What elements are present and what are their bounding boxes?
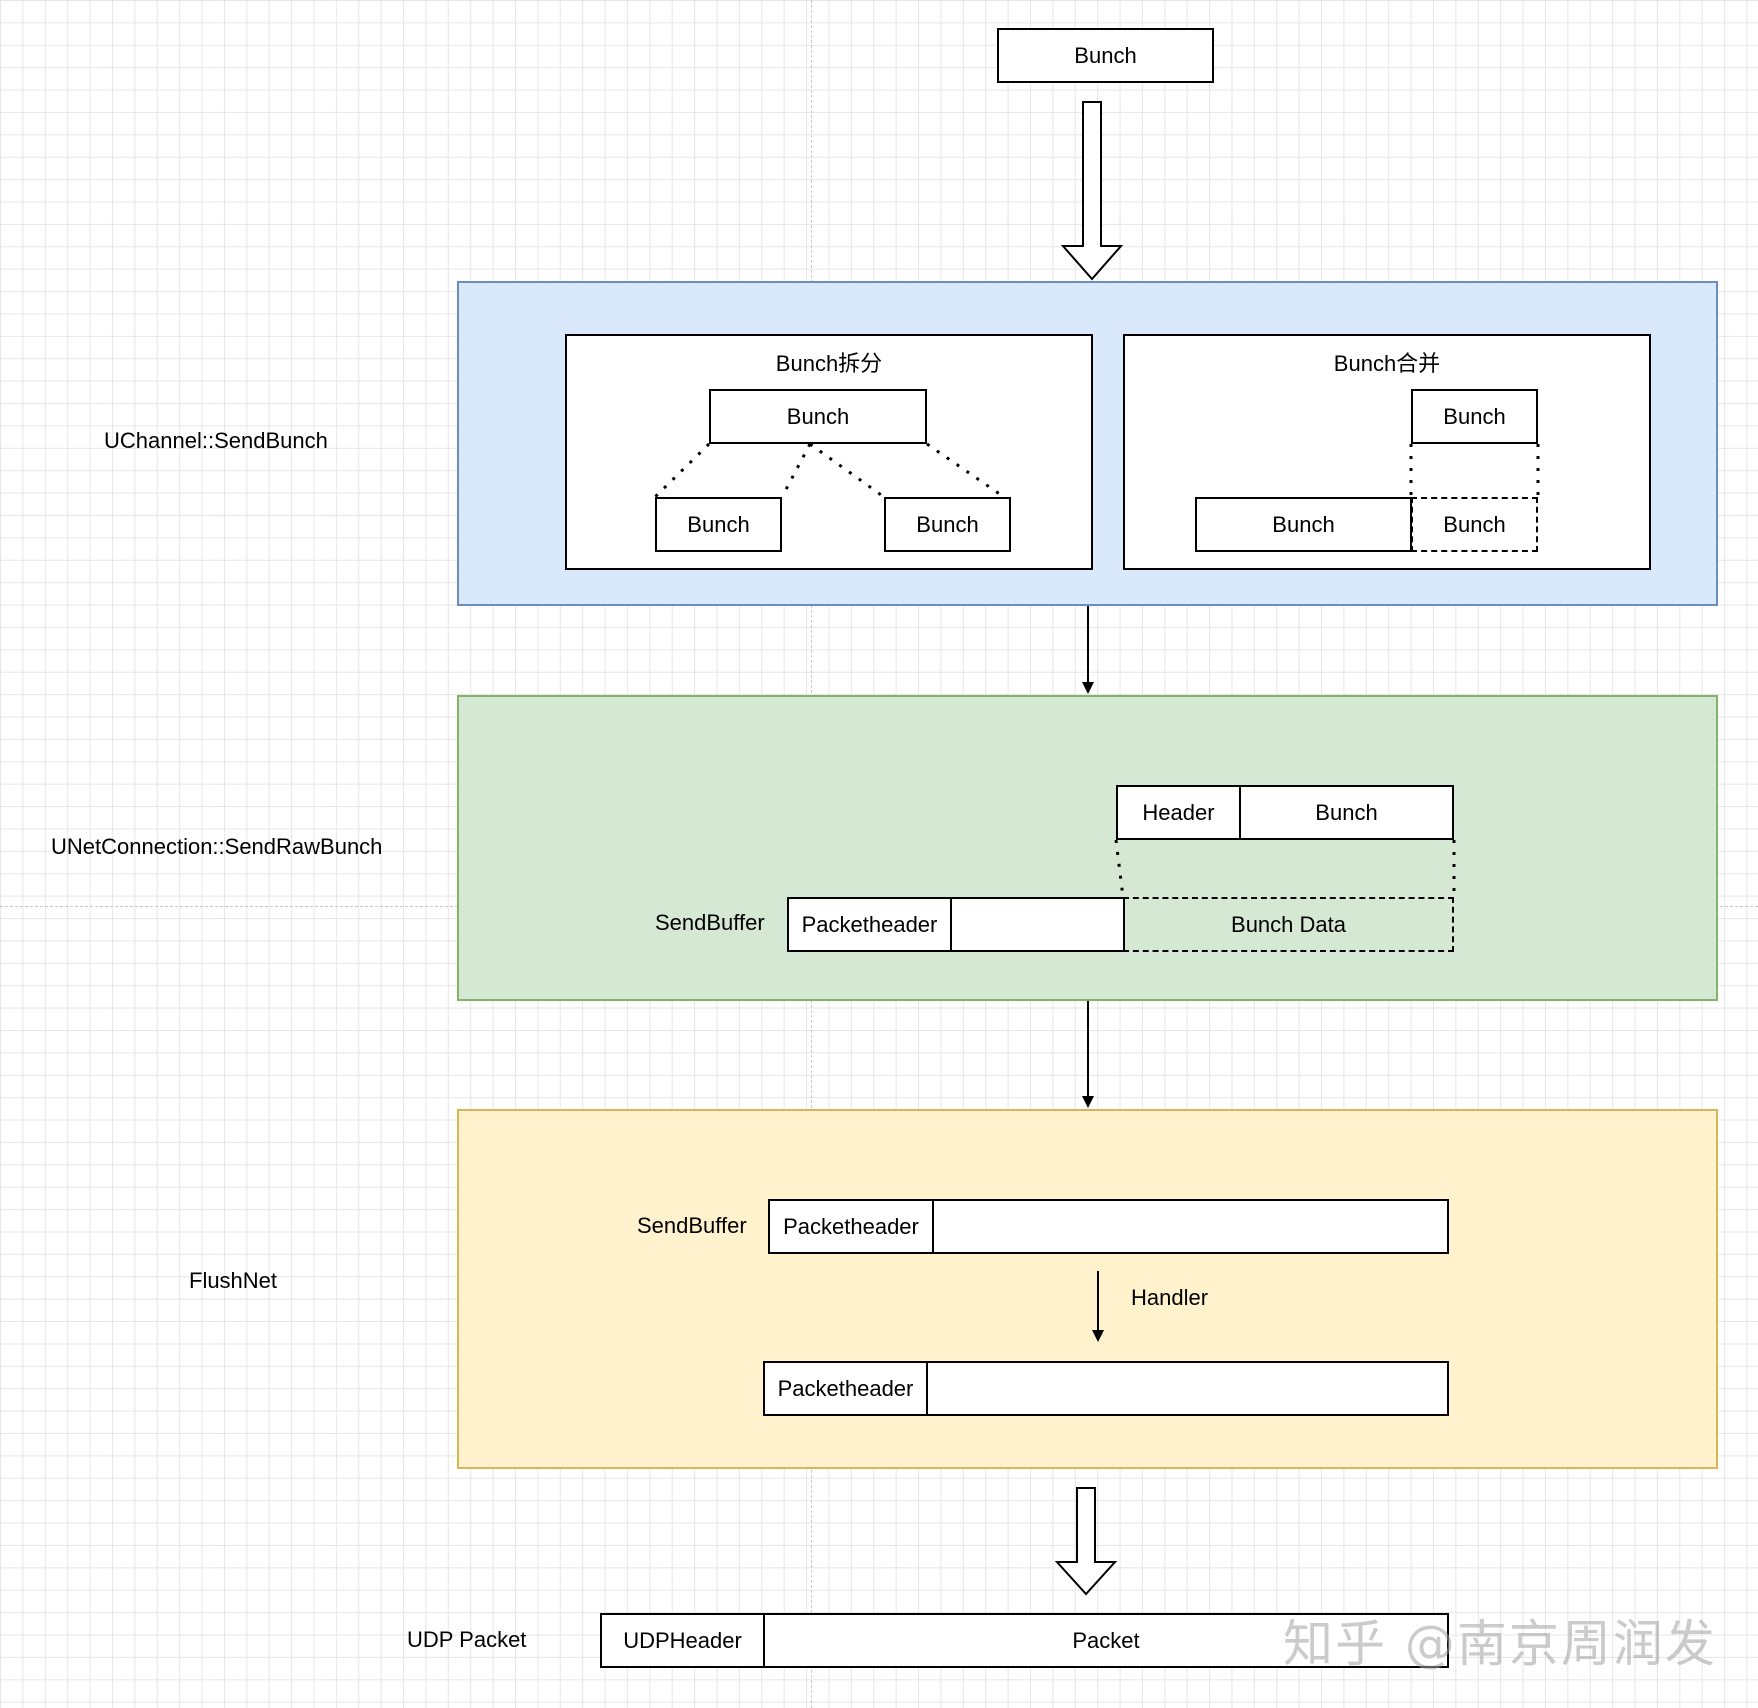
- merge-bottom-right-label: Bunch: [1443, 511, 1506, 537]
- packet-label: Packet: [1072, 1627, 1140, 1653]
- header-bunch-row: Header Bunch: [1116, 785, 1454, 840]
- bunch-data-label: Bunch Data: [1231, 911, 1346, 937]
- top-bunch-box[interactable]: Bunch: [997, 28, 1214, 83]
- stage3-packetheader-bottom-cell[interactable]: Packetheader: [765, 1363, 928, 1414]
- udpheader-label: UDPHeader: [623, 1627, 742, 1653]
- stage3-bottom-box: Packetheader: [763, 1361, 1449, 1416]
- bunch-split-title: Bunch拆分: [775, 351, 883, 376]
- split-parent-bunch[interactable]: Bunch: [709, 389, 927, 444]
- split-child-right-bunch[interactable]: Bunch: [884, 497, 1011, 552]
- split-child-right-label: Bunch: [916, 511, 979, 537]
- stage3-sendbuffer-label: SendBuffer: [637, 1213, 747, 1238]
- bunch-data-box[interactable]: Bunch Data: [1123, 897, 1454, 952]
- bunch-merge-title: Bunch合并: [1333, 351, 1441, 376]
- bunch-split-group: Bunch拆分: [565, 334, 1093, 570]
- udp-packet-box: UDPHeader Packet: [600, 1613, 1449, 1668]
- watermark: 知乎 @南京周润发: [1283, 1615, 1717, 1673]
- stage2-side-label: UNetConnection::SendRawBunch: [51, 834, 383, 859]
- merge-bottom-left-bunch[interactable]: Bunch: [1195, 497, 1412, 552]
- stage2-sendbuffer-label: SendBuffer: [655, 910, 765, 935]
- hollow-arrow-top: [1060, 101, 1124, 281]
- merge-top-label: Bunch: [1443, 403, 1506, 429]
- split-child-left-label: Bunch: [687, 511, 750, 537]
- stage3-side-label: FlushNet: [189, 1268, 278, 1293]
- stage4-side-label: UDP Packet: [407, 1627, 527, 1652]
- packet-cell[interactable]: Packet: [765, 1615, 1447, 1666]
- merge-bottom-right-bunch[interactable]: Bunch: [1411, 497, 1538, 552]
- bunch-label: Bunch: [1315, 799, 1378, 825]
- stage1-side-label: UChannel::SendBunch: [104, 428, 328, 453]
- stage3-packetheader-top-cell[interactable]: Packetheader: [770, 1201, 934, 1252]
- udpheader-cell[interactable]: UDPHeader: [602, 1615, 765, 1666]
- stage2-packetheader-cell[interactable]: Packetheader: [789, 899, 952, 950]
- header-label: Header: [1142, 799, 1215, 825]
- stage2-sendbuffer-box: Packetheader: [787, 897, 1125, 952]
- stage3-sendbuffer-top-box: Packetheader: [768, 1199, 1449, 1254]
- bunch-cell[interactable]: Bunch: [1241, 787, 1452, 838]
- handler-label: Handler: [1131, 1285, 1209, 1310]
- merge-top-bunch[interactable]: Bunch: [1411, 389, 1538, 444]
- split-child-left-bunch[interactable]: Bunch: [655, 497, 782, 552]
- header-cell[interactable]: Header: [1118, 787, 1241, 838]
- hollow-arrow-bottom: [1054, 1487, 1118, 1596]
- sendrawbunch-panel: [457, 695, 1718, 1001]
- stage3-packetheader-top-label: Packetheader: [783, 1213, 919, 1239]
- merge-bottom-left-label: Bunch: [1272, 511, 1335, 537]
- stage3-packetheader-bottom-label: Packetheader: [777, 1375, 914, 1401]
- top-bunch-label: Bunch: [1074, 42, 1137, 68]
- split-parent-label: Bunch: [786, 403, 850, 429]
- stage2-packetheader-label: Packetheader: [801, 911, 938, 937]
